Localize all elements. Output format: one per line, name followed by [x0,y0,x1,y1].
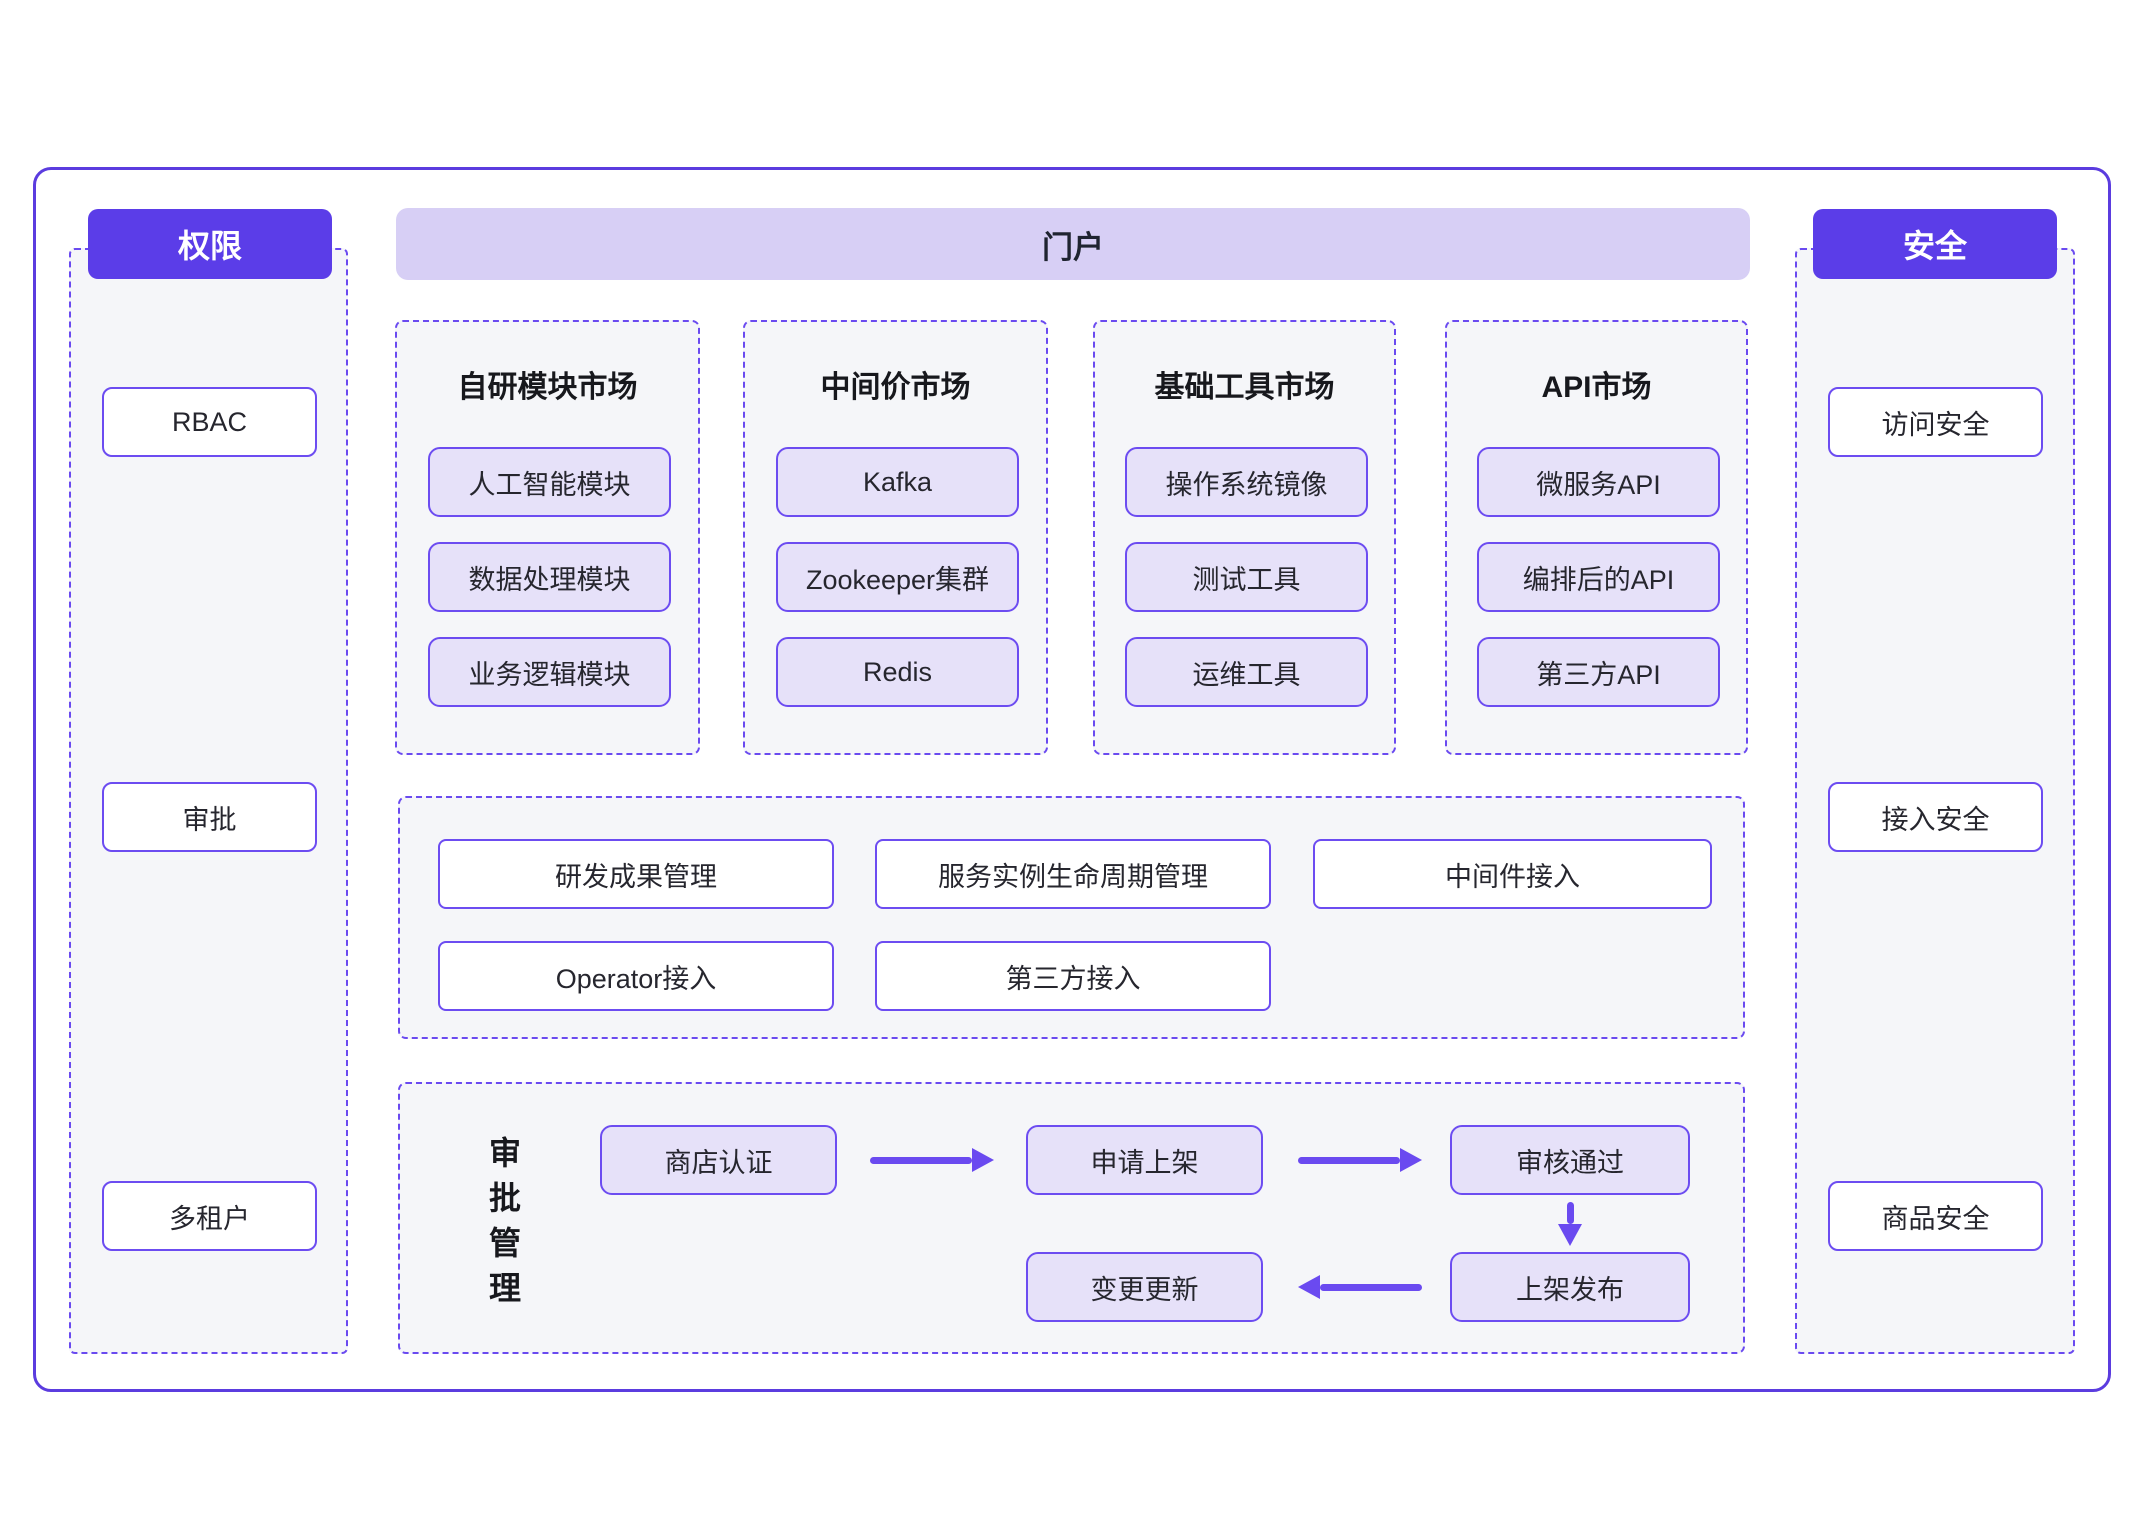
market-title: API市场 [1541,371,1652,404]
arrow-left-icon [1298,1274,1422,1300]
market-item: 运维工具 [1125,637,1368,707]
market-self-developed-modules: 自研模块市场 人工智能模块 数据处理模块 业务逻辑模块 [395,320,700,755]
market-title: 基础工具市场 [1154,371,1335,404]
approval-flow-label: 审批管理 [485,1136,521,1316]
permissions-item-multitenant: 多租户 [102,1181,317,1251]
flow-step-change-update: 变更更新 [1026,1252,1263,1322]
portal-header: 门户 [396,208,1750,280]
management-item: 服务实例生命周期管理 [875,839,1271,909]
market-item: 人工智能模块 [428,447,671,517]
management-section: 研发成果管理 服务实例生命周期管理 中间件接入 Operator接入 第三方接入 [398,796,1745,1039]
market-item: 测试工具 [1125,542,1368,612]
flow-step-apply-listing: 申请上架 [1026,1125,1263,1195]
market-item: 业务逻辑模块 [428,637,671,707]
market-item: 微服务API [1477,447,1720,517]
market-title: 自研模块市场 [457,371,638,404]
market-api: API市场 微服务API 编排后的API 第三方API [1445,320,1748,755]
arrow-right-icon [870,1147,994,1173]
market-item: 编排后的API [1477,542,1720,612]
market-middleware: 中间价市场 Kafka Zookeeper集群 Redis [743,320,1048,755]
flow-step-store-certification: 商店认证 [600,1125,837,1195]
market-title: 中间价市场 [820,371,971,404]
flow-step-review-approved: 审核通过 [1450,1125,1690,1195]
market-item: 第三方API [1477,637,1720,707]
security-panel-header: 安全 [1813,209,2057,279]
approval-flow-section: 审批管理 商店认证 申请上架 审核通过 上架发布 变更更新 [398,1082,1745,1354]
arrow-down-icon [1557,1202,1583,1246]
management-item: 研发成果管理 [438,839,834,909]
security-item-integration: 接入安全 [1828,782,2043,852]
security-item-access: 访问安全 [1828,387,2043,457]
market-item: 数据处理模块 [428,542,671,612]
market-item: Kafka [776,447,1019,517]
market-item: Zookeeper集群 [776,542,1019,612]
arrow-right-icon [1298,1147,1422,1173]
market-item: 操作系统镜像 [1125,447,1368,517]
permissions-item-approval: 审批 [102,782,317,852]
market-item: Redis [776,637,1019,707]
market-basic-tools: 基础工具市场 操作系统镜像 测试工具 运维工具 [1093,320,1396,755]
management-item: 第三方接入 [875,941,1271,1011]
permissions-item-rbac: RBAC [102,387,317,457]
flow-step-publish: 上架发布 [1450,1252,1690,1322]
security-item-product: 商品安全 [1828,1181,2043,1251]
management-item: Operator接入 [438,941,834,1011]
permissions-panel-header: 权限 [88,209,332,279]
management-item: 中间件接入 [1313,839,1712,909]
